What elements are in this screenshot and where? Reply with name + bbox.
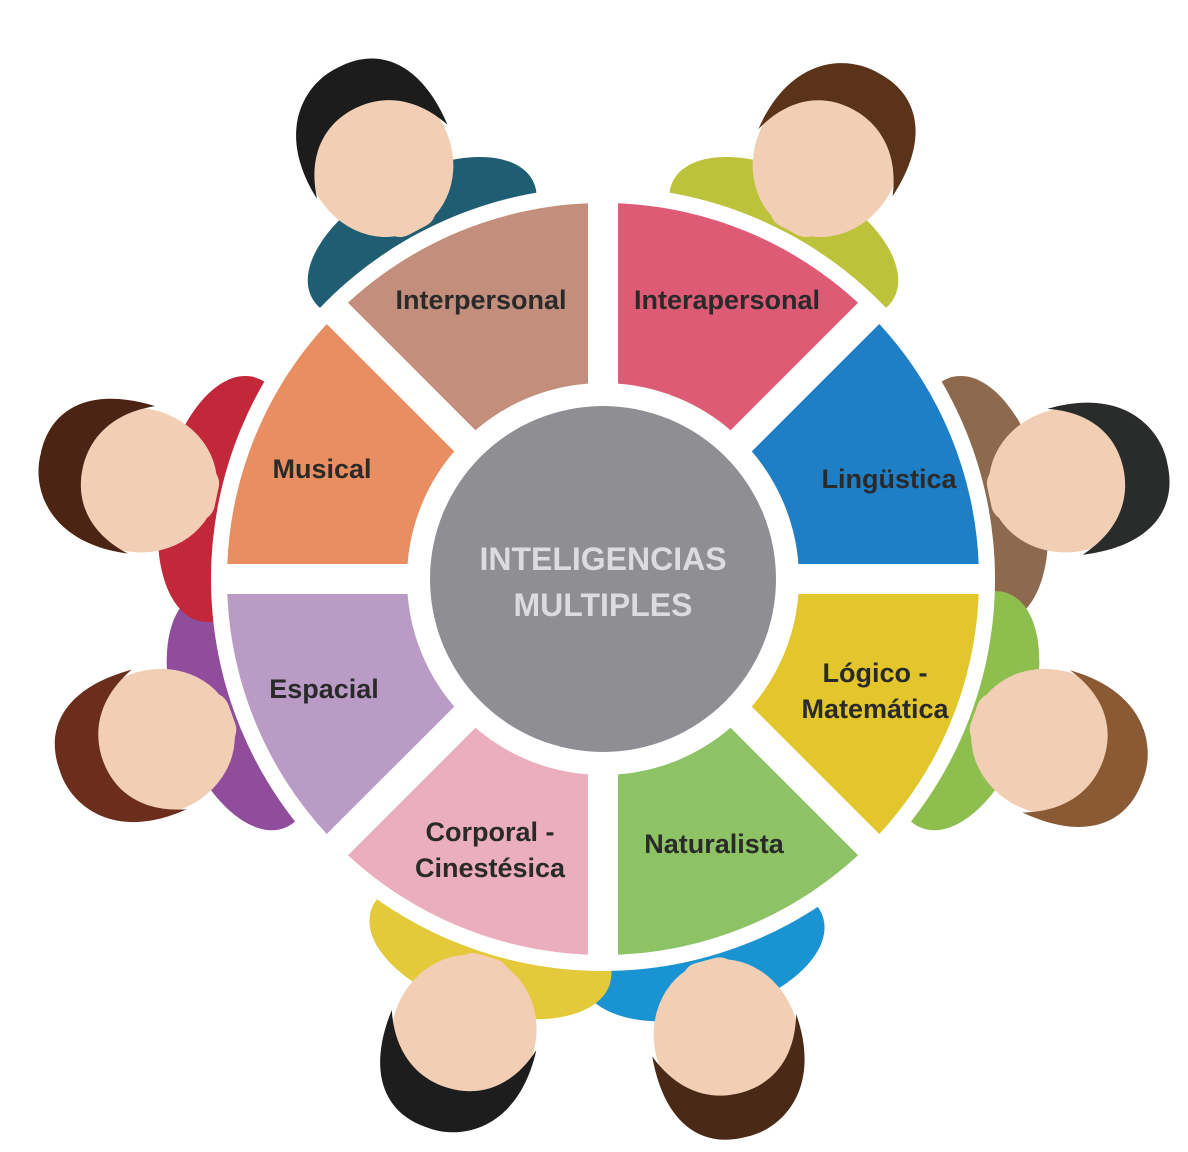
segment-shape <box>751 594 979 835</box>
segment-shape <box>227 594 455 835</box>
segment-musical: Musical <box>227 323 455 564</box>
head <box>988 402 1170 555</box>
head <box>296 58 454 238</box>
segment-shape <box>618 727 859 955</box>
segment-label: Lógico - <box>823 658 928 688</box>
segment-label: Interpersonal <box>395 285 566 315</box>
segment-shape <box>227 323 455 564</box>
center-title-line-2: MULTIPLES <box>514 587 693 623</box>
segment-interapersonal: Interapersonal <box>618 203 859 431</box>
head <box>54 668 235 823</box>
segment-label: Naturalista <box>644 829 785 859</box>
segment-label: Lingüstica <box>821 464 957 494</box>
center-circle <box>430 406 776 752</box>
segment-corporal: Corporal - Cinestésica <box>347 727 588 955</box>
segment-label: Musical <box>272 454 371 484</box>
segment-espacial: Espacial <box>227 594 455 835</box>
head <box>38 398 218 554</box>
segment-shape <box>618 203 859 431</box>
segment-label: Corporal - <box>425 817 554 847</box>
segment-logico: Lógico - Matemática <box>751 594 979 835</box>
segment-label: Cinestésica <box>415 853 566 883</box>
head <box>971 668 1148 827</box>
segment-naturalista: Naturalista <box>618 727 859 955</box>
center-title-line-1: INTELIGENCIAS <box>479 541 726 577</box>
head <box>752 63 916 238</box>
segment-label: Espacial <box>269 674 379 704</box>
segment-label: Interapersonal <box>634 285 820 315</box>
segment-linguistica: Lingüstica <box>751 323 979 564</box>
segment-shape <box>347 727 588 955</box>
segment-interpersonal: Interpersonal <box>347 203 588 431</box>
segment-shape <box>347 203 588 431</box>
head <box>652 959 805 1140</box>
segment-shape <box>751 323 979 564</box>
head <box>380 954 537 1133</box>
segment-label: Matemática <box>801 694 949 724</box>
